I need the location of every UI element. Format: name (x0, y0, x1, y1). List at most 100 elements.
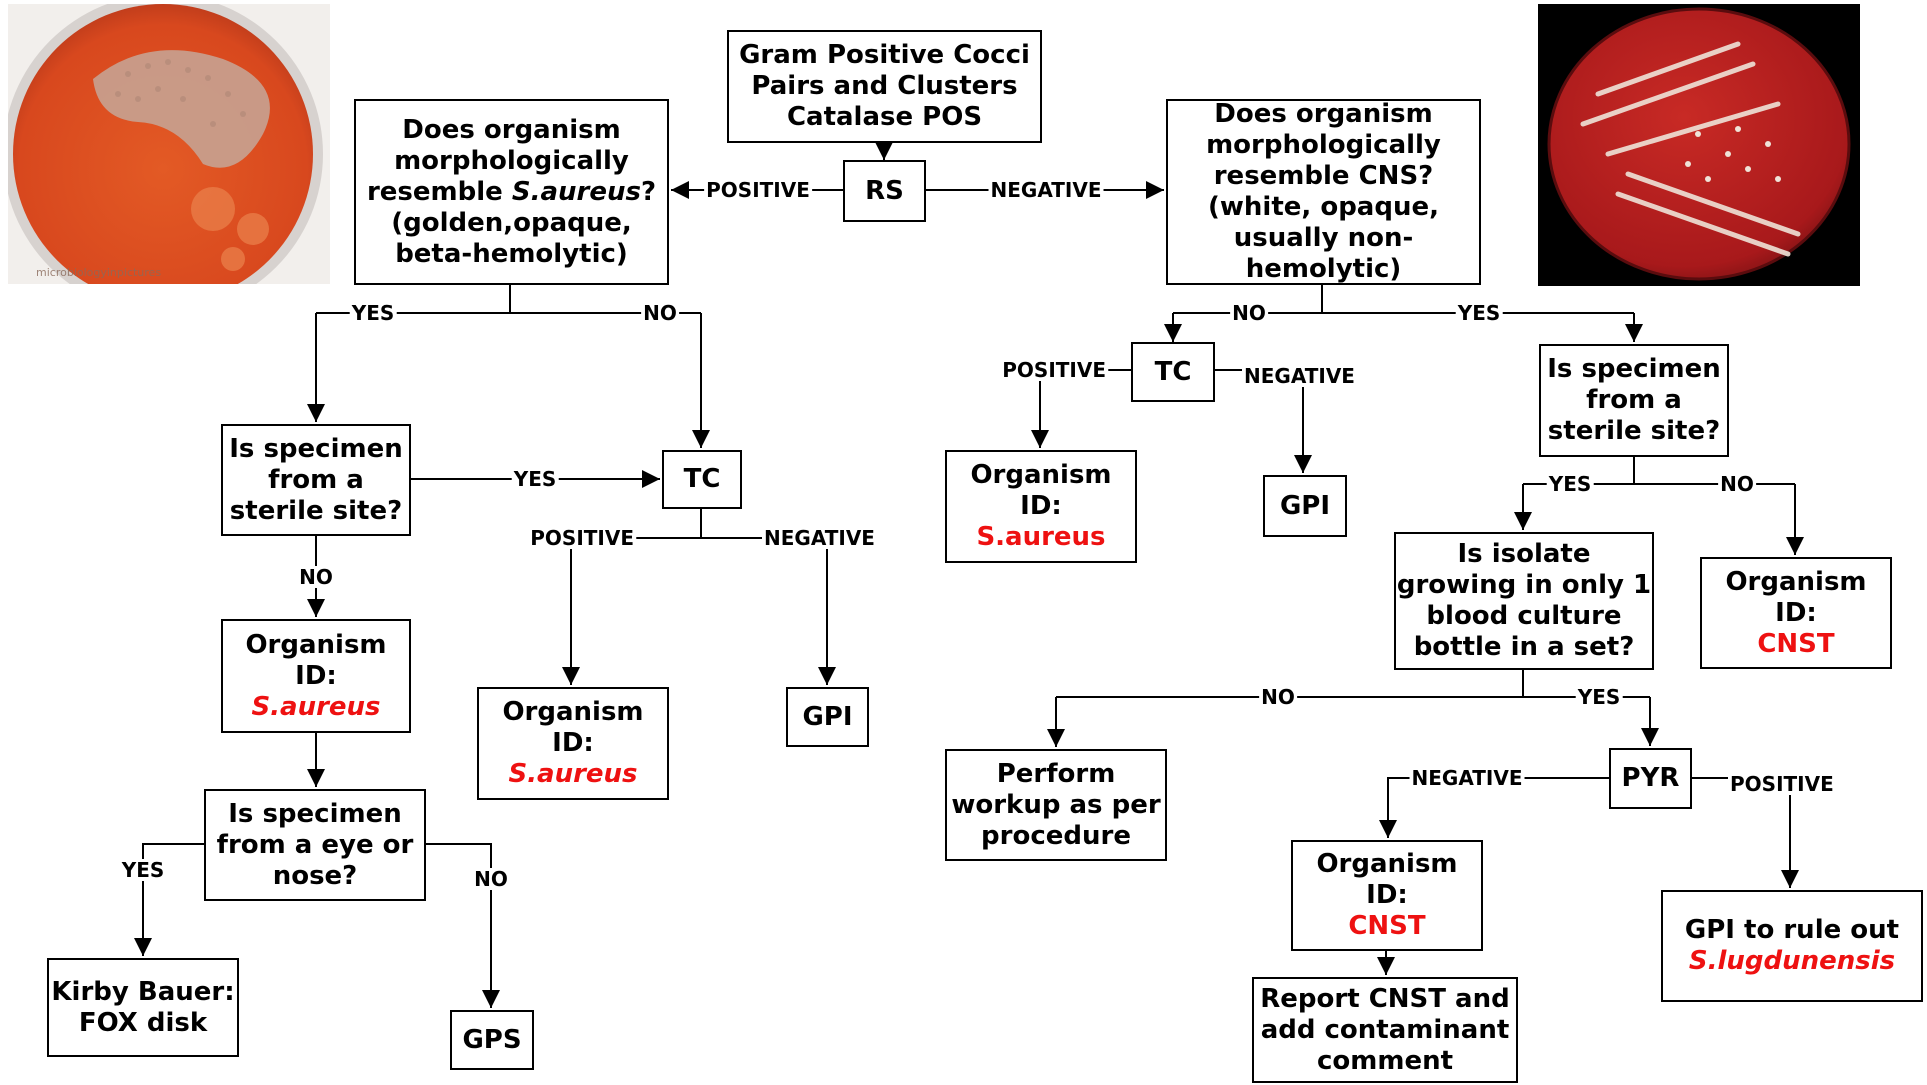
aureus-q-mark: ? (640, 176, 657, 207)
aureus-question-box: Does organism morphologically resemble S… (354, 99, 669, 285)
rs-positive-label: POSITIVE (704, 178, 812, 202)
id-cnst-mid-organism: CNST (1348, 911, 1426, 941)
cns-yes-label: YES (1455, 301, 1503, 325)
isolate-q-line-1: Is isolate (1457, 539, 1591, 569)
tc-left-positive-label: POSITIVE (528, 526, 636, 550)
kirby-line-1: Kirby Bauer: (51, 976, 235, 1007)
pyr-label: PYR (1621, 763, 1680, 793)
eye-nose-line-1: Is specimen (228, 798, 402, 829)
sterile-left-line-3: sterile site? (229, 495, 403, 526)
gpi-left-label: GPI (802, 701, 853, 732)
isolate-q-line-2: growing in only 1 (1396, 570, 1652, 600)
id-right-aureus-line-1: Organism (970, 460, 1112, 490)
tc-left-label: TC (683, 464, 721, 494)
eye-nose-no-label: NO (472, 867, 510, 891)
aureus-yes-label: YES (349, 301, 397, 325)
cns-q-line-3: resemble CNS? (1213, 161, 1434, 191)
id-left-2-line-1: Organism (502, 697, 644, 727)
rs-box: RS (843, 160, 926, 222)
left-plate-caption: microbiologyinpictures (36, 266, 161, 279)
gpi-lug-organism: S.lugdunensis (1688, 946, 1896, 976)
perform-workup-box: Perform workup as per procedure (945, 749, 1167, 861)
gpi-left-box: GPI (786, 687, 869, 747)
sterile-right-line-3: sterile site? (1547, 416, 1721, 446)
id-right-aureus-organism: S.aureus (976, 522, 1106, 552)
sterile-site-right-box: Is specimen from a sterile site? (1539, 344, 1729, 457)
sterile-left-no-label: NO (297, 565, 335, 589)
left-plate-photo: microbiologyinpictures (8, 4, 330, 284)
gpi-lugdunensis-box: GPI to rule out S.lugdunensis (1661, 890, 1923, 1002)
isolate-no-label: NO (1259, 685, 1297, 709)
organism-id-right-aureus-box: Organism ID: S.aureus (945, 450, 1137, 563)
sterile-left-line-1: Is specimen (229, 433, 403, 464)
cns-q-line-2: morphologically (1206, 130, 1441, 160)
start-box: Gram Positive Cocci Pairs and Clusters C… (727, 30, 1042, 143)
gpi-right-box: GPI (1263, 475, 1347, 537)
start-line-1: Gram Positive Cocci (739, 40, 1030, 70)
right-plate-photo (1538, 4, 1860, 286)
sterile-site-left-box: Is specimen from a sterile site? (221, 424, 411, 536)
workup-line-3: procedure (981, 820, 1131, 851)
isolate-q-line-3: blood culture (1426, 601, 1622, 631)
cns-question-box: Does organism morphologically resemble C… (1166, 99, 1481, 285)
rs-negative-label: NEGATIVE (988, 178, 1104, 202)
aureus-no-label: NO (641, 301, 679, 325)
organism-id-cnst-right-box: Organism ID: CNST (1700, 557, 1892, 669)
gps-label: GPS (462, 1024, 522, 1055)
aureus-q-resemble: resemble (366, 176, 503, 207)
sterile-right-no-label: NO (1718, 472, 1756, 496)
pyr-box: PYR (1609, 748, 1692, 809)
aureus-q-line-2: morphologically (394, 145, 629, 176)
tc-right-positive-label: POSITIVE (1000, 358, 1108, 382)
eye-nose-line-2: from a eye or (216, 829, 414, 860)
pyr-negative-label: NEGATIVE (1409, 766, 1525, 790)
sterile-right-yes-label: YES (1546, 472, 1594, 496)
aureus-q-line-5: beta-hemolytic) (395, 238, 628, 269)
cns-no-label: NO (1230, 301, 1268, 325)
cns-q-line-4: (white, opaque, (1208, 192, 1439, 222)
tc-left-box: TC (662, 450, 742, 509)
eye-nose-question-box: Is specimen from a eye or nose? (204, 789, 426, 901)
id-left-2-line-2: ID: (552, 728, 594, 758)
workup-line-1: Perform (996, 758, 1116, 789)
pyr-positive-label: POSITIVE (1728, 772, 1836, 796)
eye-nose-line-3: nose? (272, 860, 358, 891)
tc-right-negative-label: NEGATIVE (1242, 364, 1357, 388)
gpi-right-label: GPI (1279, 490, 1331, 521)
aureus-q-line-1: Does organism (402, 114, 621, 145)
id-cnst-mid-line-1: Organism (1316, 849, 1458, 879)
isolate-q-line-4: bottle in a set? (1413, 632, 1635, 662)
report-cnst-box: Report CNST and add contaminant comment (1252, 977, 1518, 1083)
aureus-q-species: S.aureus (511, 176, 641, 207)
rs-label: RS (865, 175, 904, 206)
report-line-3: comment (1316, 1045, 1454, 1076)
gps-box: GPS (450, 1010, 534, 1070)
tc-right-box: TC (1131, 342, 1215, 402)
isolate-yes-label: YES (1575, 685, 1623, 709)
kirby-bauer-box: Kirby Bauer: FOX disk (47, 958, 239, 1057)
report-line-2: add contaminant (1260, 1014, 1510, 1045)
kirby-line-2: FOX disk (78, 1007, 208, 1038)
start-line-2: Pairs and Clusters (751, 71, 1018, 101)
tc-left-negative-label: NEGATIVE (762, 526, 877, 550)
start-line-3: Catalase POS (786, 102, 983, 132)
sterile-left-line-2: from a (268, 464, 364, 495)
id-cnst-mid-line-2: ID: (1366, 880, 1408, 910)
sterile-right-line-2: from a (1586, 385, 1682, 415)
cns-q-line-5: usually non- (1233, 223, 1414, 253)
id-left-1-line-1: Organism (245, 629, 387, 660)
organism-id-cnst-mid-box: Organism ID: CNST (1291, 840, 1483, 951)
id-left-1-line-2: ID: (295, 660, 337, 691)
gpi-lug-line-1: GPI to rule out (1684, 915, 1900, 945)
id-left-1-organism: S.aureus (251, 691, 381, 722)
organism-id-left-2-box: Organism ID: S.aureus (477, 687, 669, 800)
aureus-q-line-3: resemble S.aureus? (367, 177, 656, 208)
id-cnst-right-line-1: Organism (1725, 566, 1867, 597)
id-cnst-right-organism: CNST (1757, 628, 1835, 659)
id-cnst-right-line-2: ID: (1775, 597, 1817, 628)
aureus-q-line-4: (golden,opaque, (391, 207, 632, 238)
id-right-aureus-line-2: ID: (1020, 491, 1062, 521)
sterile-left-yes-label: YES (511, 467, 559, 491)
workup-line-2: workup as per (951, 789, 1161, 820)
